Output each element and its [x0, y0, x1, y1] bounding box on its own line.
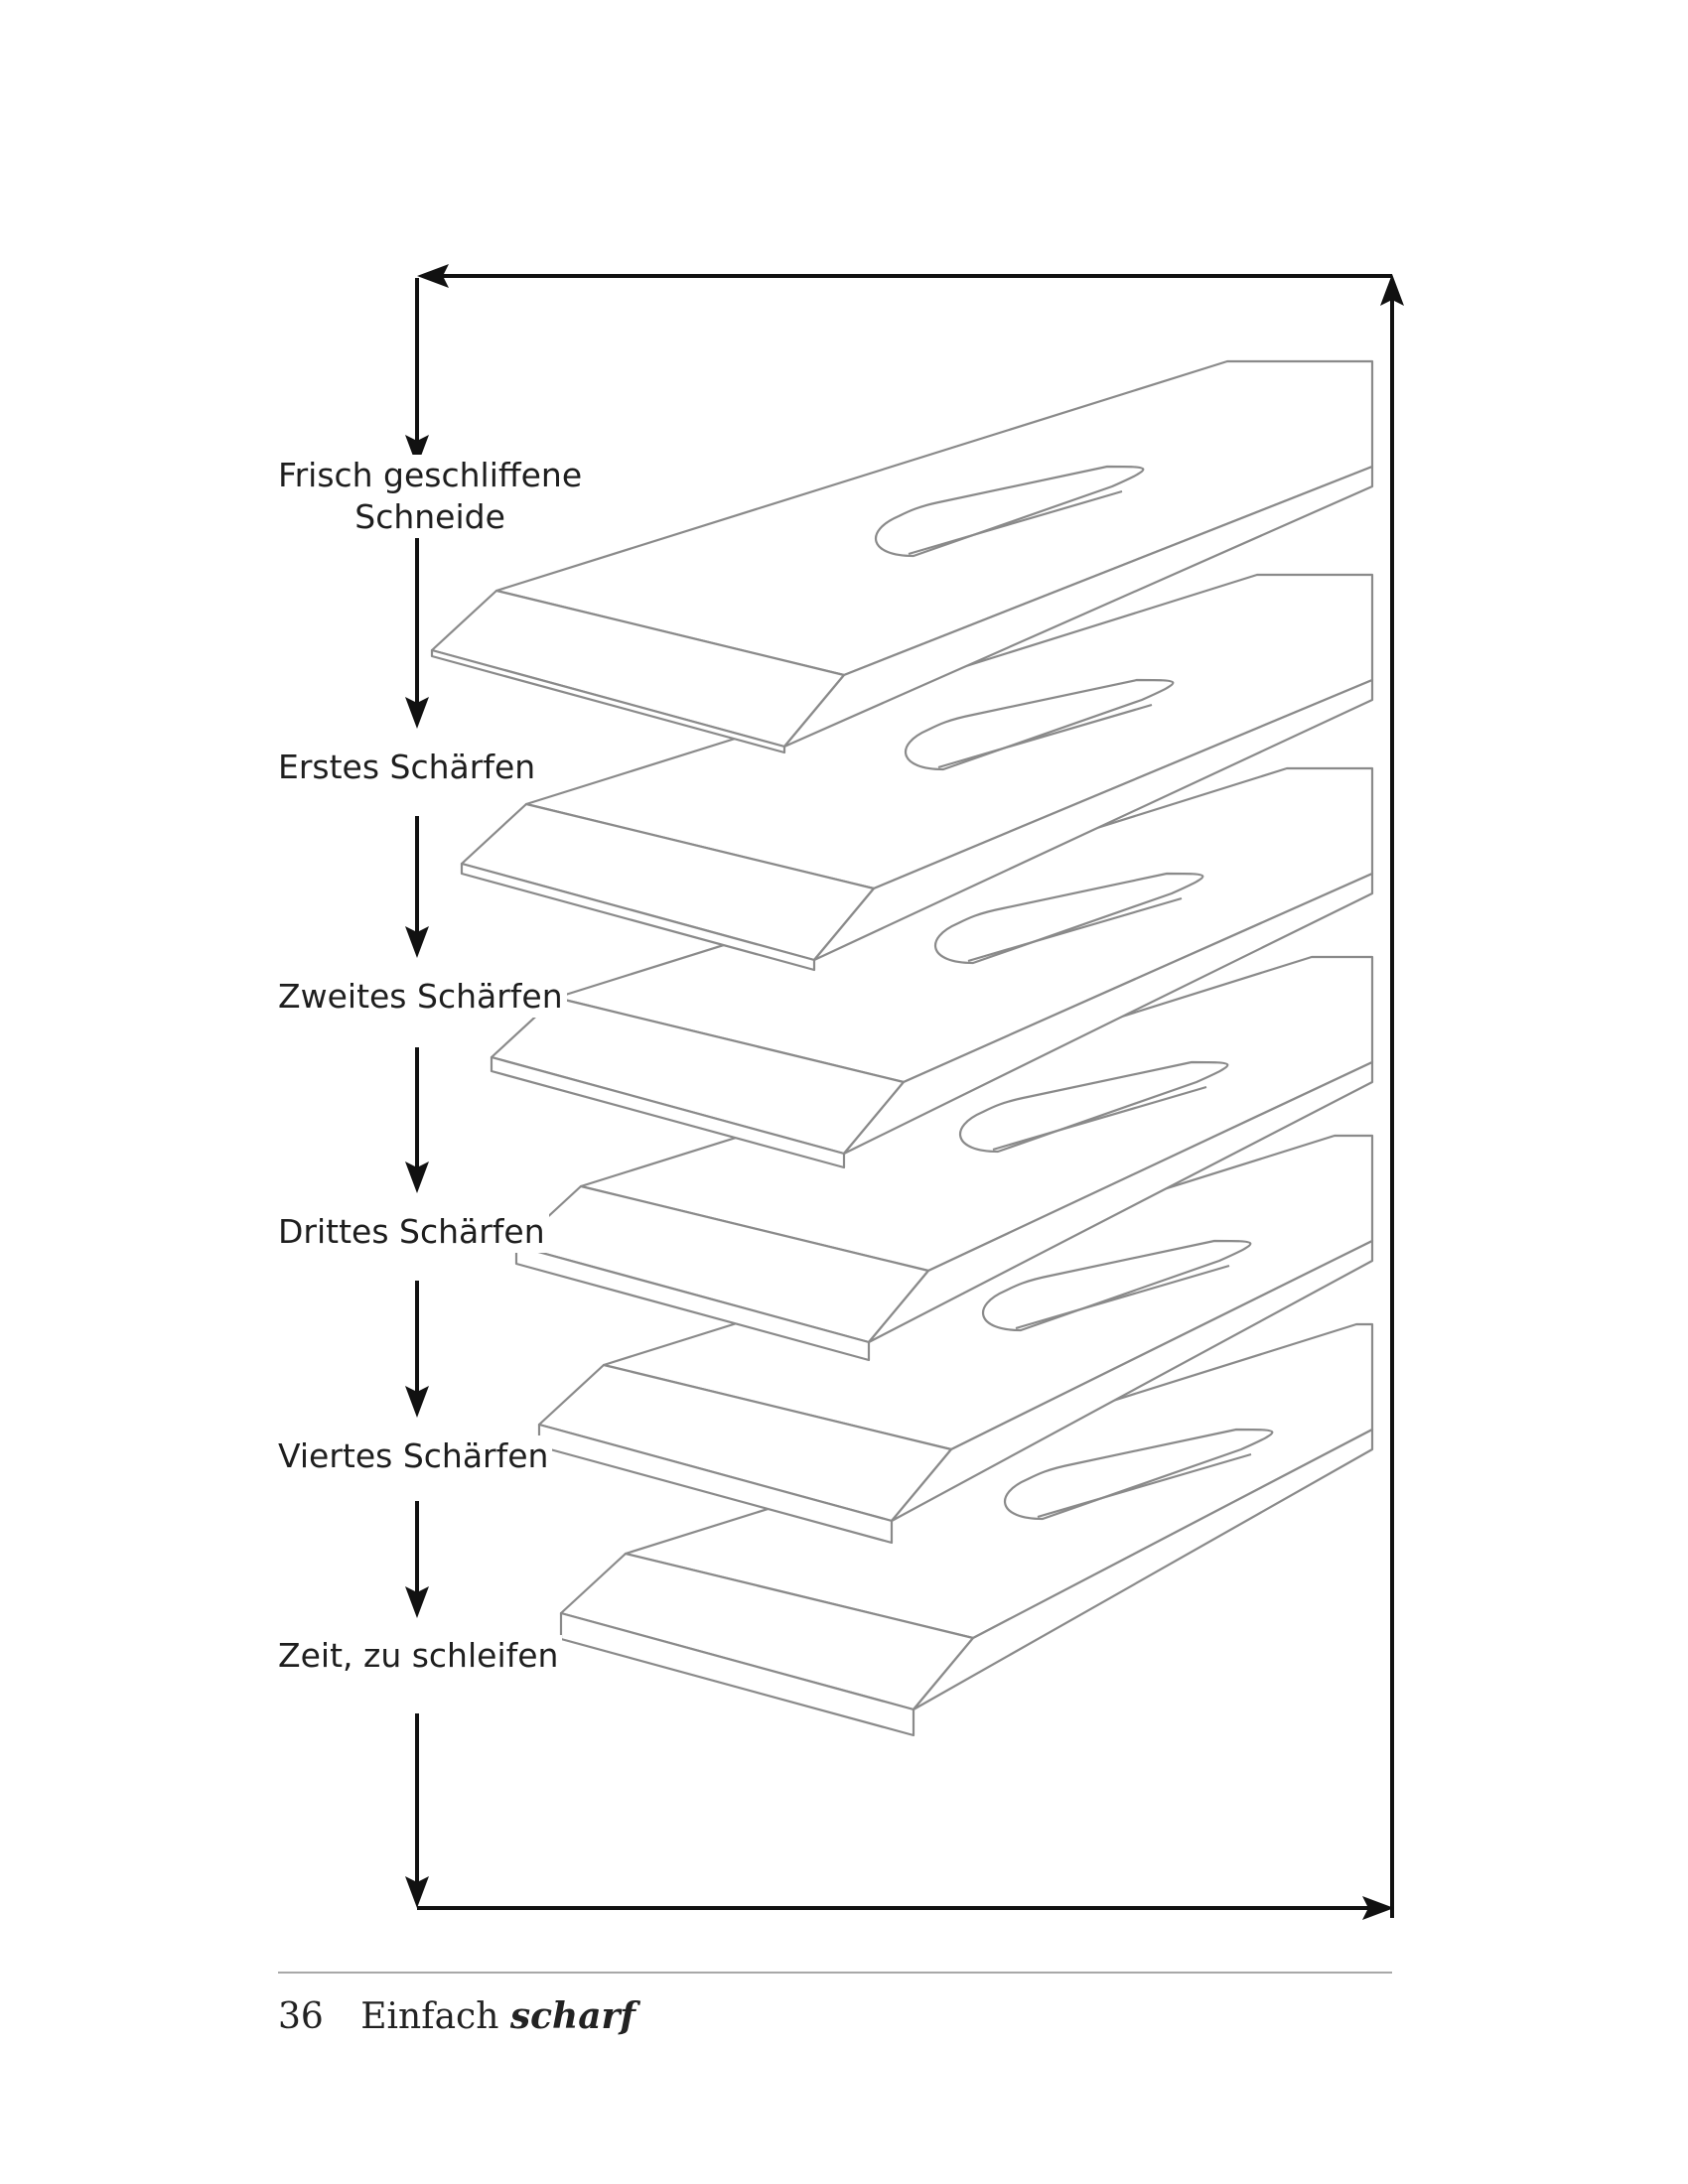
stage-arrowhead-4 — [405, 1386, 429, 1418]
stage-label-first-sharpening: Erstes Schärfen — [274, 747, 540, 788]
stage-label-fourth-sharpening: Viertes Schärfen — [274, 1435, 553, 1477]
page-footer: 36 Einfach scharf — [278, 1995, 635, 2037]
stage-label-second-sharpening: Zweites Schärfen — [274, 976, 567, 1018]
page-number: 36 — [278, 1996, 324, 2037]
frame-arrows — [417, 264, 1404, 1920]
blade-1 — [460, 573, 1374, 972]
blade-0 — [430, 359, 1374, 754]
running-title: Einfach — [360, 1996, 499, 2037]
stage-arrowhead-3 — [405, 1161, 429, 1193]
stage-arrowhead-1 — [405, 697, 429, 729]
footer-rule — [278, 1972, 1392, 1974]
blade-5 — [559, 1322, 1374, 1737]
running-title-italic: scharf — [509, 1995, 635, 2037]
blade-3 — [514, 955, 1374, 1362]
stage-label-third-sharpening: Drittes Schärfen — [274, 1211, 549, 1253]
stage-arrowhead-6 — [405, 1876, 429, 1908]
stage-label-time-to-grind: Zeit, zu schleifen — [274, 1635, 563, 1677]
blade-4 — [537, 1134, 1374, 1545]
stage-arrowhead-0 — [405, 435, 429, 467]
stage-arrowhead-2 — [405, 926, 429, 958]
stage-label-fresh-edge: Frisch geschliffene Schneide — [274, 455, 587, 538]
stage-arrowhead-5 — [405, 1586, 429, 1618]
stage-arrows — [405, 278, 429, 1908]
blade-2 — [490, 766, 1374, 1169]
